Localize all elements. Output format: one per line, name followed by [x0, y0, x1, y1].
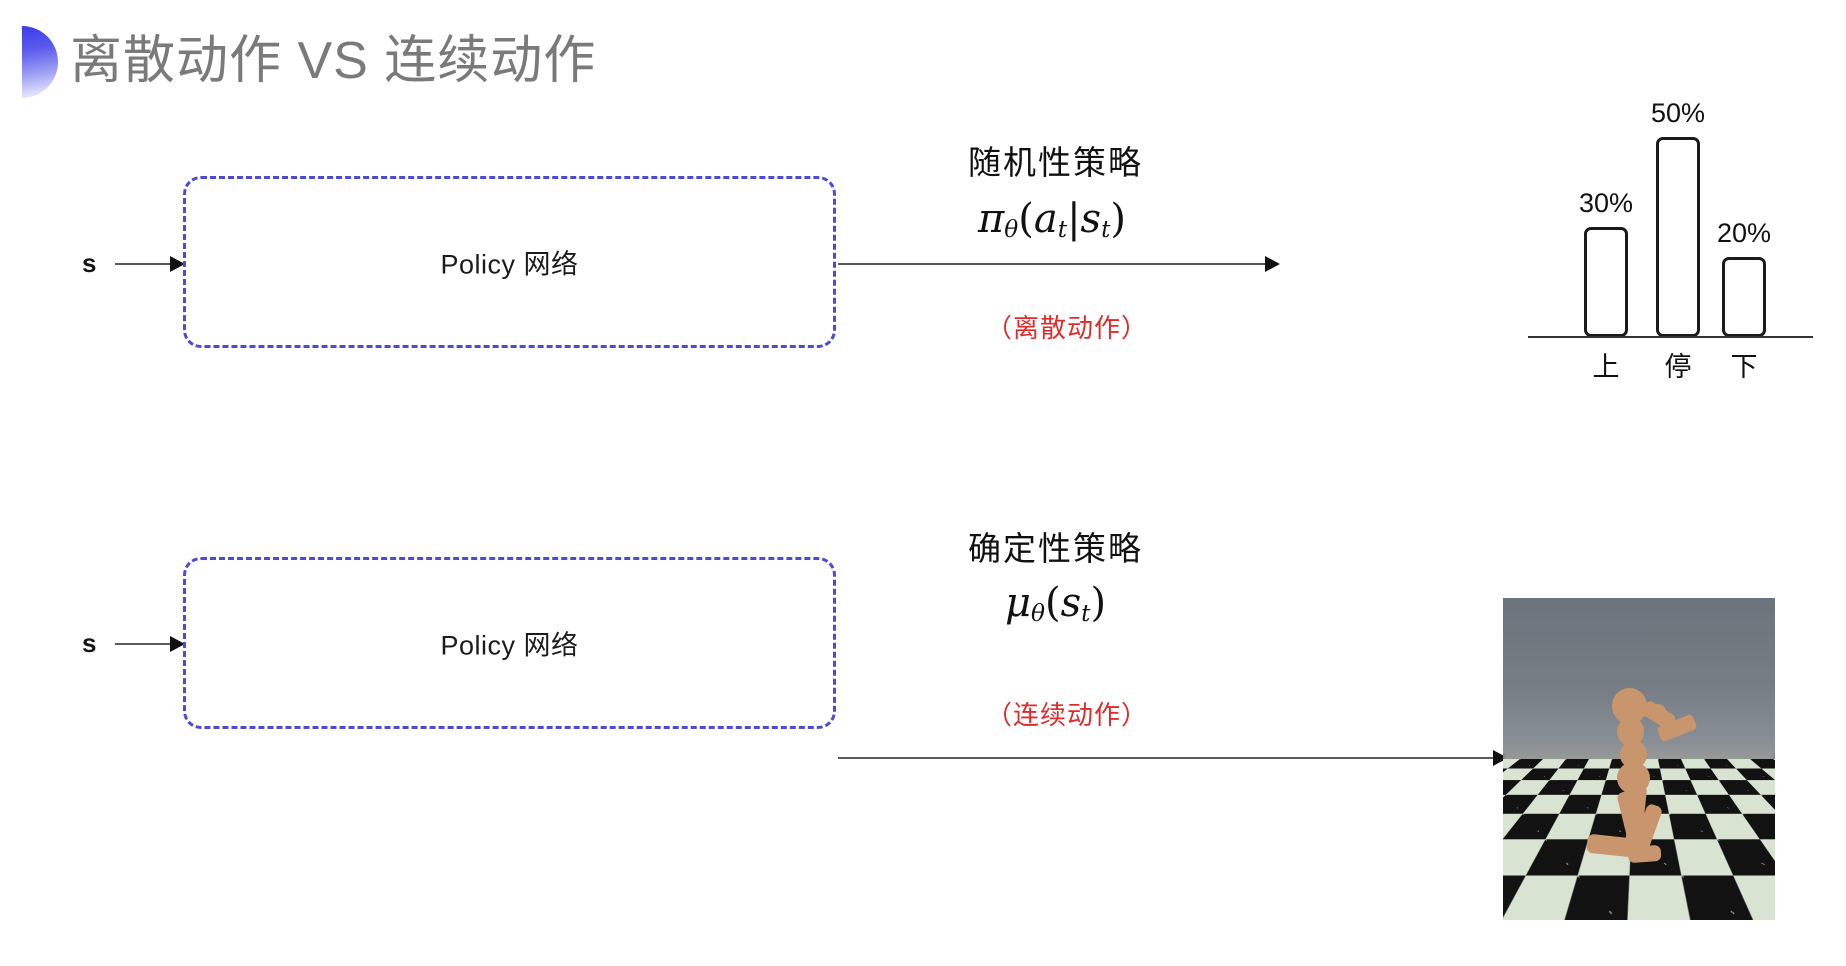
- stochastic-policy-formula: πθ(at|st): [978, 196, 1127, 244]
- bar-rect-0: [1584, 227, 1628, 337]
- policy-network-box-discrete[interactable]: Policy 网络: [183, 176, 836, 348]
- output-arrow-continuous: [838, 757, 1506, 759]
- bar-group-0: 30%: [1579, 127, 1633, 337]
- bar-value-1: 50%: [1650, 98, 1706, 128]
- bar-value-2: 20%: [1716, 218, 1772, 248]
- discrete-action-note: （离散动作）: [986, 313, 1149, 343]
- state-label-discrete: s: [82, 248, 97, 278]
- deterministic-policy-title: 确定性策略: [968, 530, 1143, 567]
- humanoid-hand: [1649, 704, 1667, 721]
- bar-rect-2: [1722, 257, 1766, 337]
- bar-chart-x-axis: [1528, 336, 1813, 338]
- input-arrow-discrete: [115, 263, 183, 265]
- sim-shadow: [1595, 862, 1678, 891]
- deterministic-policy-formula: μθ(st): [1005, 580, 1107, 628]
- bar-category-1: 停: [1664, 352, 1692, 382]
- bar-rect-1: [1656, 137, 1700, 337]
- input-arrow-continuous: [115, 643, 183, 645]
- bar-category-2: 下: [1730, 352, 1758, 382]
- title-bullet-icon: [22, 26, 58, 98]
- discrete-action-bar-chart: 30% 50% 20% 上 停 下: [1528, 95, 1828, 395]
- policy-network-label-discrete: Policy 网络: [440, 249, 579, 280]
- bar-category-0: 上: [1592, 352, 1620, 382]
- policy-network-box-continuous[interactable]: Policy 网络: [183, 557, 836, 729]
- stochastic-policy-title: 随机性策略: [968, 144, 1143, 181]
- bar-group-2: 20%: [1717, 172, 1771, 337]
- state-label-continuous: s: [82, 628, 97, 658]
- bar-value-0: 30%: [1578, 188, 1634, 218]
- humanoid-foot-front: [1627, 844, 1662, 864]
- output-arrow-discrete: [838, 263, 1278, 265]
- humanoid-simulation-image: [1503, 598, 1775, 920]
- bar-group-1: 50%: [1651, 47, 1705, 337]
- page-title: 离散动作 VS 连续动作: [70, 32, 597, 90]
- policy-network-label-continuous: Policy 网络: [440, 630, 579, 661]
- continuous-action-note: （连续动作）: [986, 700, 1149, 730]
